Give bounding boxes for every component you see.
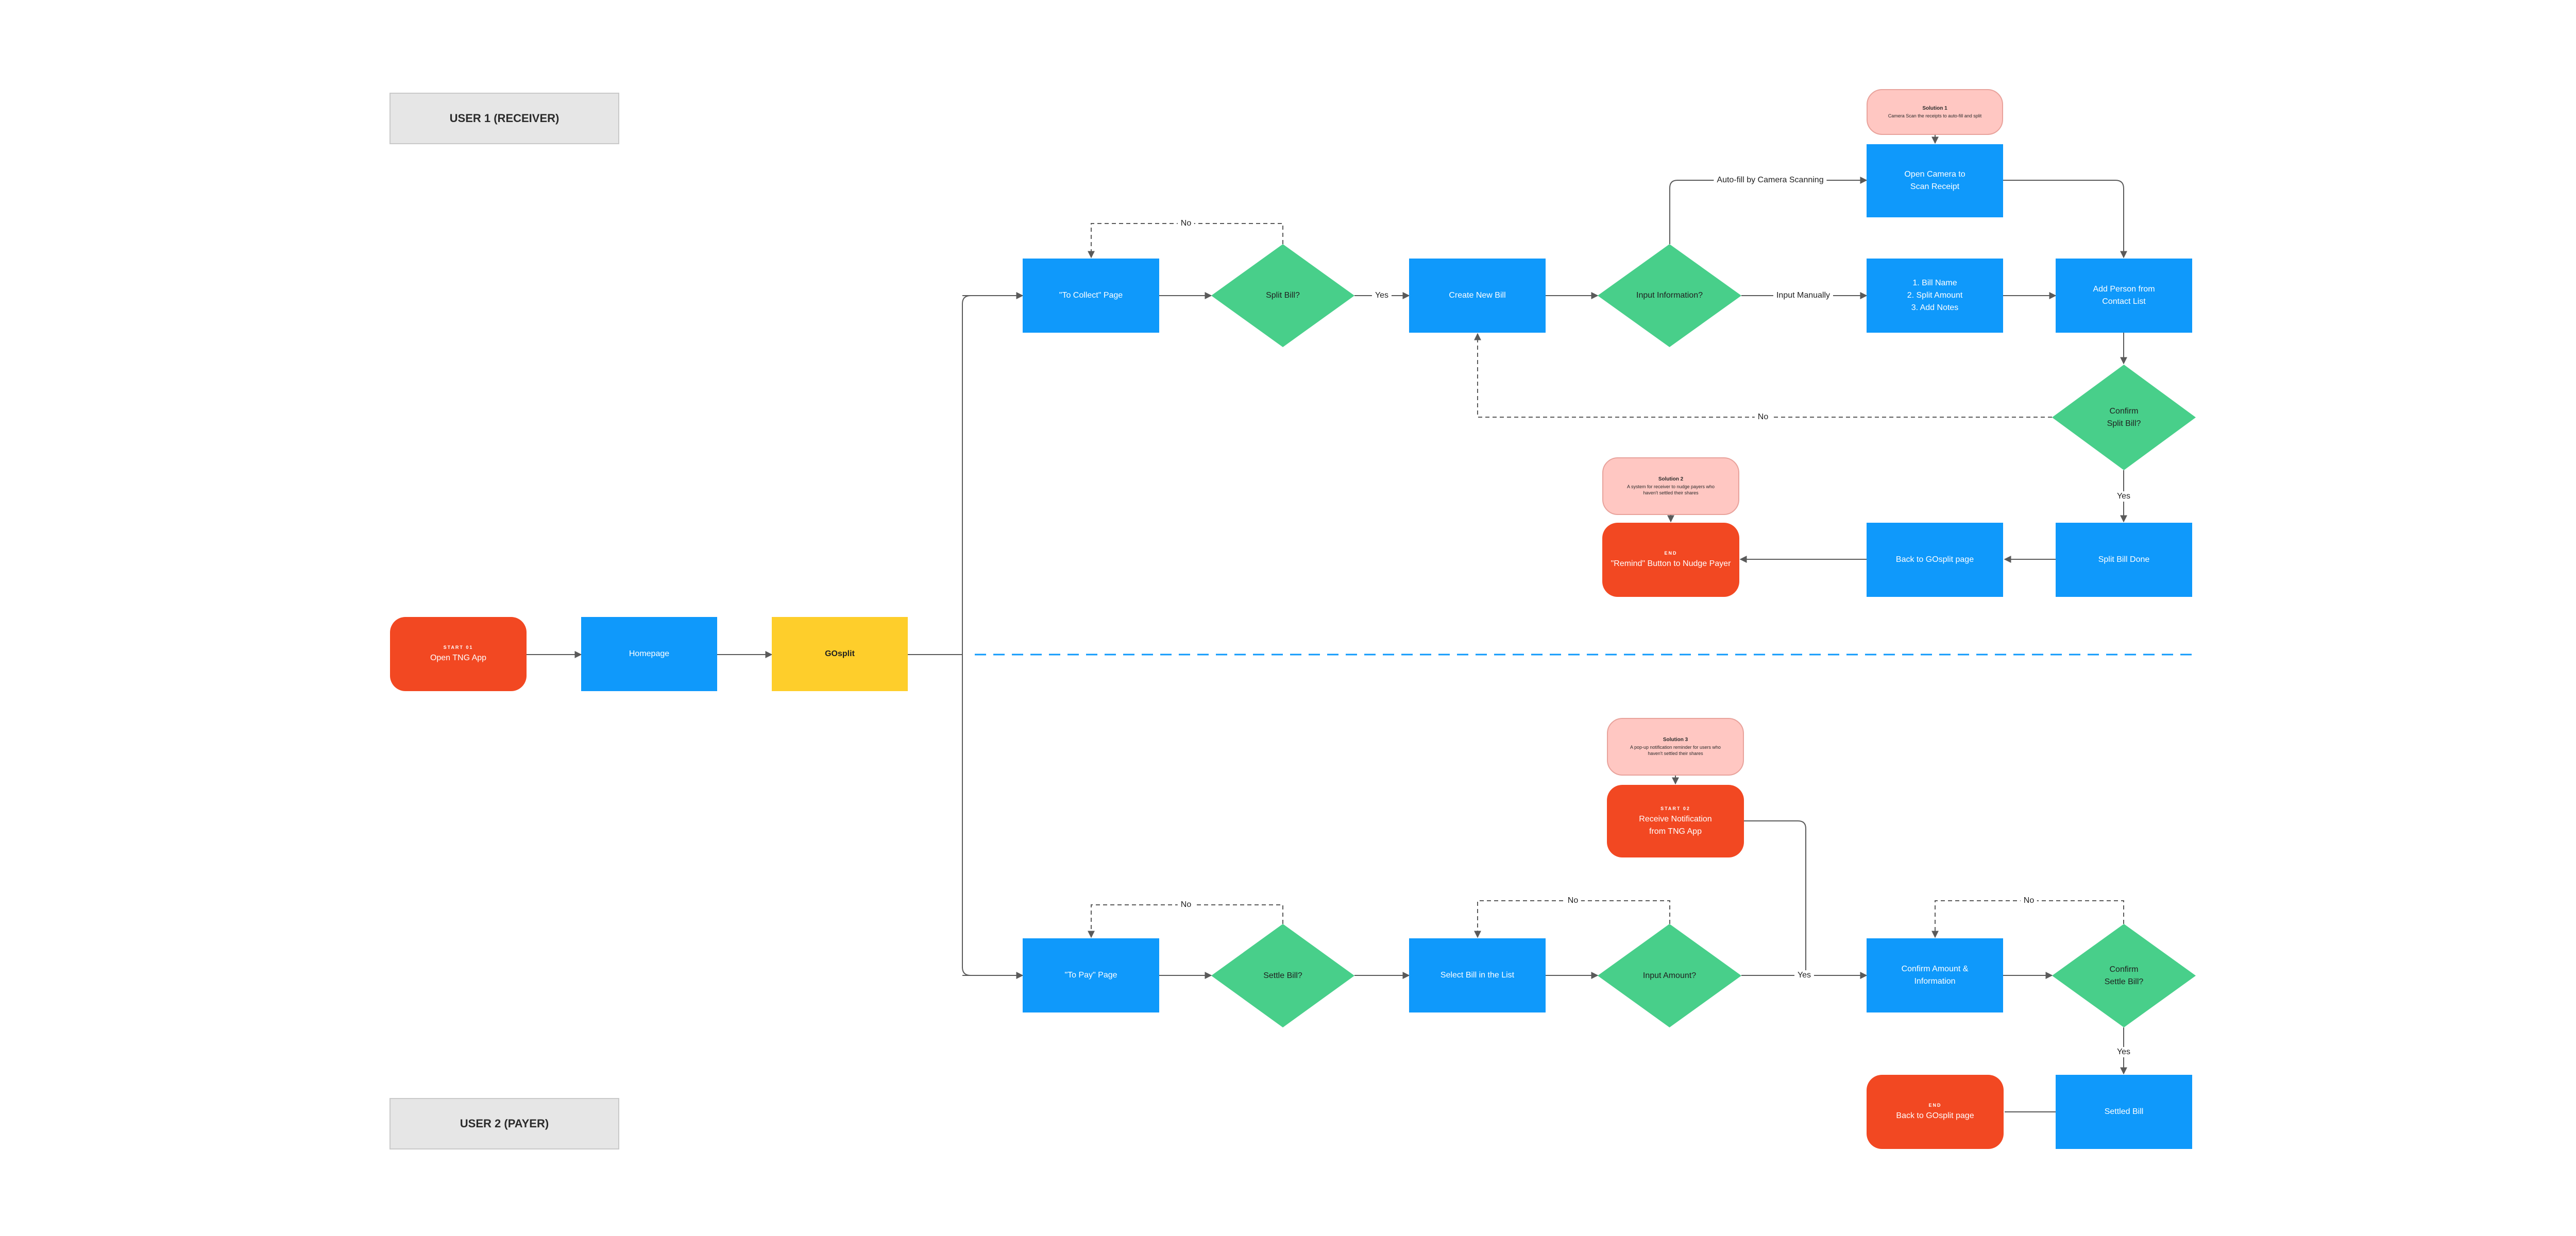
- receive-notif-line1: Receive Notification: [1639, 814, 1712, 823]
- open-camera-line1: Open Camera to: [1904, 170, 1965, 179]
- note-solution-2-title: Solution 2: [1658, 476, 1684, 482]
- confirm-split-line1: Confirm: [2109, 406, 2139, 416]
- add-person-line1: Add Person from: [2093, 285, 2155, 294]
- edge-label-auto-fill: Auto-fill by Camera Scanning: [1714, 175, 1827, 185]
- edge-label-split-yes: Yes: [1371, 290, 1392, 301]
- decision-settle-bill-label: Settle Bill?: [1263, 971, 1302, 980]
- receive-notif-line2: from TNG App: [1649, 827, 1702, 836]
- note-solution-2-desc: A system for receiver to nudge payers wh…: [1626, 484, 1715, 495]
- start-tag: START 01: [443, 645, 473, 650]
- confirm-amount-line2: Information: [1914, 977, 1956, 986]
- lane-header-payer: USER 2 (PAYER): [389, 1098, 619, 1149]
- end-tag-remind: END: [1664, 551, 1677, 556]
- decision-input-information: Input Information?: [1598, 244, 1741, 347]
- node-create-new-bill: Create New Bill: [1409, 259, 1546, 333]
- edge-label-input-manually: Input Manually: [1773, 290, 1834, 301]
- decision-confirm-split-bill: Confirm Split Bill?: [2052, 365, 2196, 470]
- edge-notif-to-confirm: [1744, 820, 1806, 975]
- edge-gosplit-branch: [908, 304, 963, 968]
- edge-confirm-no-loop: [1474, 333, 2052, 418]
- note-solution-1-desc: Camera Scan the receipts to auto-fill an…: [1888, 113, 1982, 118]
- note-solution-3: Solution 3 A pop-up notification reminde…: [1607, 718, 1744, 776]
- edge-camera-to-add: [2003, 180, 2127, 259]
- edge-label-split-no: No: [1177, 218, 1195, 229]
- edge-label-amount-yes: Yes: [1794, 970, 1815, 981]
- confirm-settle-line1: Confirm: [2109, 965, 2139, 974]
- node-homepage: Homepage: [581, 617, 717, 691]
- note-solution-3-desc: A pop-up notification reminder for users…: [1630, 745, 1721, 756]
- edge-branch-corner-bottom: [962, 967, 971, 976]
- start-label: Open TNG App: [430, 654, 487, 662]
- note-solution-1: Solution 1 Camera Scan the receipts to a…: [1867, 89, 2003, 135]
- manual-fields-line2: 2. Split Amount: [1907, 291, 1963, 300]
- manual-fields-line3: 3. Add Notes: [1911, 303, 1959, 312]
- node-select-bill: Select Bill in the List: [1409, 938, 1546, 1012]
- note-solution-1-title: Solution 1: [1922, 105, 1947, 111]
- lane-header-receiver: USER 1 (RECEIVER): [389, 93, 619, 144]
- decision-split-bill-label: Split Bill?: [1266, 291, 1300, 300]
- node-split-bill-done: Split Bill Done: [2056, 523, 2192, 597]
- open-camera-line2: Scan Receipt: [1910, 182, 1960, 191]
- edge-label-confirmq-yes: Yes: [2113, 1047, 2134, 1057]
- edge-label-confirm-no: No: [1754, 412, 1772, 422]
- start-open-tng-app: START 01 Open TNG App: [390, 617, 527, 691]
- start-tag-2: START 02: [1660, 805, 1690, 811]
- end-back-label: Back to GOsplit page: [1896, 1111, 1974, 1120]
- end-remind-label: "Remind" Button to Nudge Payer: [1611, 559, 1731, 568]
- node-add-person: Add Person from Contact List: [2056, 259, 2192, 333]
- node-confirm-amount: Confirm Amount & Information: [1867, 938, 2003, 1012]
- end-tag-back: END: [1928, 1103, 1942, 1108]
- node-manual-fields: 1. Bill Name 2. Split Amount 3. Add Note…: [1867, 259, 2003, 333]
- decision-input-amount: Input Amount?: [1598, 924, 1741, 1027]
- edge-branch-corner-top: [962, 295, 971, 304]
- node-to-collect-page: "To Collect" Page: [1023, 259, 1159, 333]
- confirm-split-line2: Split Bill?: [2107, 419, 2141, 428]
- edge-settle-no-loop: [1088, 904, 1283, 938]
- edge-inputq-auto-fill: [1669, 177, 1868, 244]
- decision-split-bill: Split Bill?: [1211, 244, 1354, 347]
- node-back-to-gosplit: Back to GOsplit page: [1867, 523, 2003, 597]
- node-gosplit: GOsplit: [772, 617, 908, 691]
- decision-input-amount-label: Input Amount?: [1642, 971, 1697, 980]
- end-back-to-gosplit: END Back to GOsplit page: [1867, 1075, 2004, 1149]
- decision-confirm-settle-bill: Confirm Settle Bill?: [2052, 924, 2196, 1027]
- end-remind-button: END "Remind" Button to Nudge Payer: [1602, 523, 1739, 597]
- note-solution-3-title: Solution 3: [1663, 737, 1688, 743]
- decision-input-information-label: Input Information?: [1636, 291, 1703, 300]
- confirm-settle-line2: Settle Bill?: [2104, 977, 2144, 986]
- edge-label-amount-no: No: [1564, 896, 1582, 906]
- node-settled-bill: Settled Bill: [2056, 1075, 2192, 1149]
- manual-fields-line1: 1. Bill Name: [1912, 279, 1957, 287]
- confirm-amount-line1: Confirm Amount &: [1901, 965, 1969, 973]
- edge-label-confirm-yes: Yes: [2113, 491, 2134, 502]
- node-open-camera: Open Camera to Scan Receipt: [1867, 144, 2003, 217]
- node-to-pay-page: "To Pay" Page: [1023, 938, 1159, 1012]
- edge-label-confirmq-no: No: [2020, 896, 2038, 906]
- add-person-line2: Contact List: [2102, 297, 2146, 306]
- decision-settle-bill: Settle Bill?: [1211, 924, 1354, 1027]
- edge-label-settle-no: No: [1177, 900, 1195, 910]
- start-receive-notification: START 02 Receive Notification from TNG A…: [1607, 785, 1744, 857]
- note-solution-2: Solution 2 A system for receiver to nudg…: [1602, 457, 1739, 515]
